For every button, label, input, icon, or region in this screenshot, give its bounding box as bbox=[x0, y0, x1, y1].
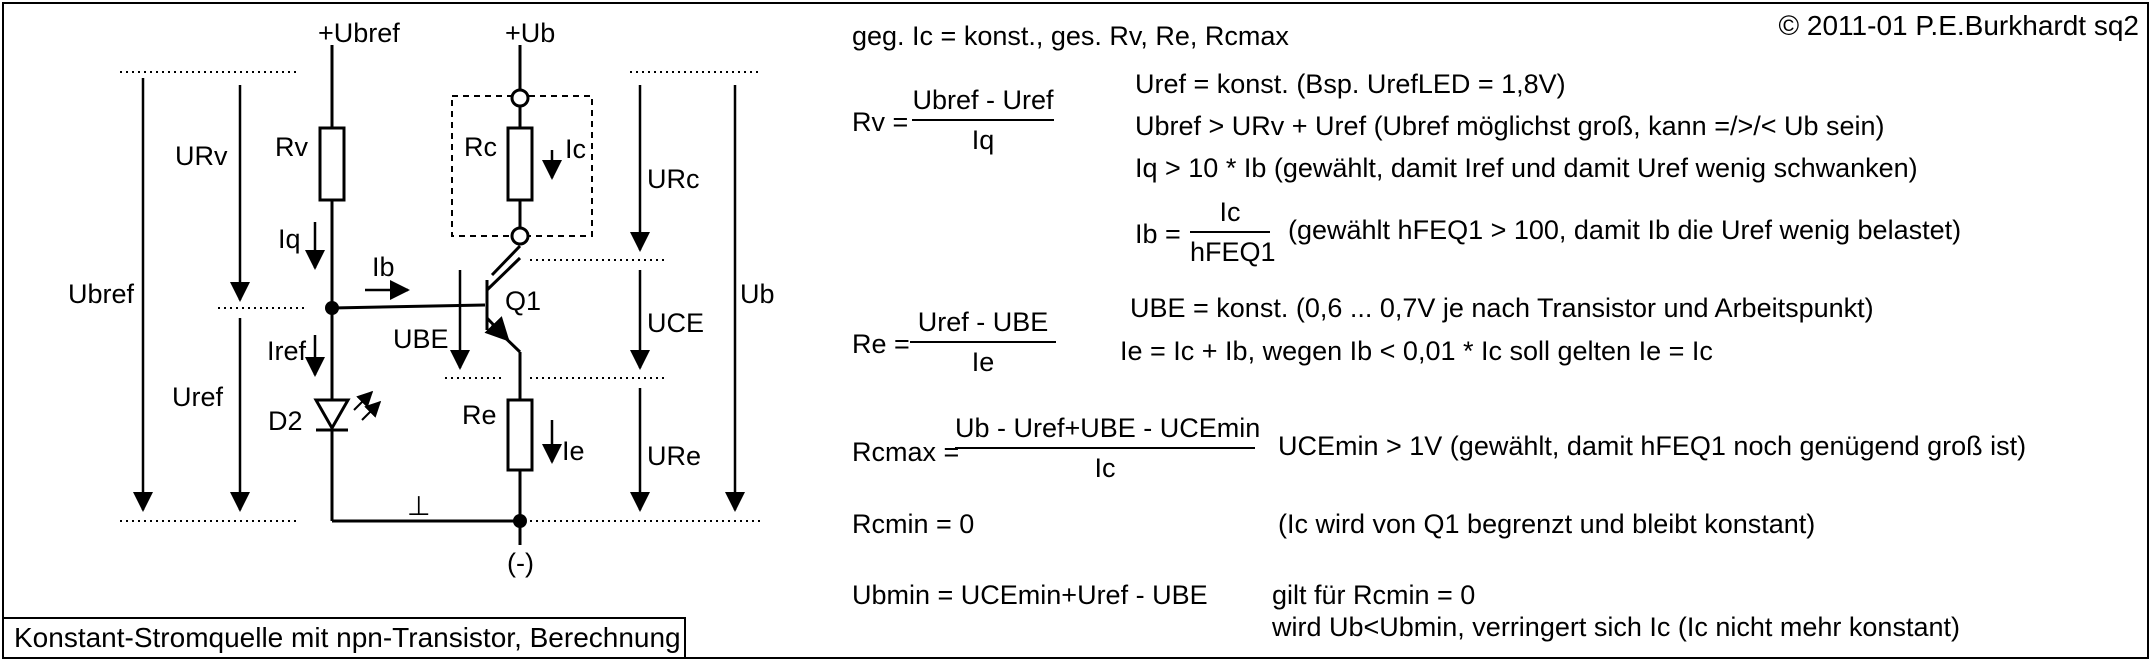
ub-voltage-label: Ub bbox=[740, 279, 775, 309]
ube-label: UBE bbox=[393, 324, 449, 354]
rcmax-formula-lhs: Rcmax = bbox=[852, 437, 960, 467]
ib-formula-lhs: Ib = bbox=[1135, 219, 1181, 249]
ib-label: Ib bbox=[372, 252, 395, 282]
ubmin-formula: Ubmin = UCEmin+Uref - UBE bbox=[852, 580, 1208, 610]
minus-terminal-label: (-) bbox=[507, 548, 534, 578]
voltage-arrows bbox=[133, 78, 745, 512]
current-arrows bbox=[305, 150, 562, 464]
ubref-supply-label: +Ubref bbox=[318, 18, 400, 48]
ub-supply-label: +Ub bbox=[505, 18, 555, 48]
q1-label: Q1 bbox=[505, 286, 541, 316]
rcmin-formula: Rcmin = 0 bbox=[852, 509, 975, 539]
uref-label: Uref bbox=[172, 382, 224, 412]
rv-fraction: Ubref - Uref Iq bbox=[912, 84, 1054, 156]
urc-label: URc bbox=[647, 164, 700, 194]
rv-numerator: Ubref - Uref bbox=[912, 85, 1054, 115]
rc-resistor bbox=[506, 126, 534, 202]
rv-label: Rv bbox=[275, 132, 308, 162]
ground-junction bbox=[513, 514, 527, 528]
re-formula-lhs: Re = bbox=[852, 329, 910, 359]
ure-label: URe bbox=[647, 441, 701, 471]
rcmax-denominator: Ic bbox=[1094, 453, 1116, 483]
diagram-caption: Konstant-Stromquelle mit npn-Transistor,… bbox=[2, 617, 686, 659]
ground-symbol: ⊥ bbox=[407, 491, 431, 521]
iq-label: Iq bbox=[278, 224, 301, 254]
copyright-notice: © 2011-01 P.E.Burkhardt sq2 bbox=[1778, 10, 2140, 41]
ib-numerator: Ic bbox=[1219, 197, 1241, 227]
rv-denominator: Iq bbox=[971, 125, 995, 155]
ubref-voltage-label: Ubref bbox=[68, 279, 135, 309]
base-junction bbox=[325, 301, 339, 315]
iref-label: Iref bbox=[267, 336, 307, 366]
led-d2 bbox=[313, 390, 382, 438]
re-denominator: Ie bbox=[971, 347, 995, 377]
wires bbox=[330, 45, 522, 545]
given-statement: geg. Ic = konst., ges. Rv, Re, Rcmax bbox=[852, 21, 1289, 51]
rv-note-3: Iq > 10 * Ib (gewählt, damit Iref und da… bbox=[1135, 153, 1918, 183]
rc-terminal-top bbox=[510, 88, 530, 108]
uce-label: UCE bbox=[647, 308, 704, 338]
reference-lines bbox=[120, 71, 760, 522]
ubmin-note-1: gilt für Rcmin = 0 bbox=[1272, 580, 1476, 610]
ic-label: Ic bbox=[565, 134, 586, 164]
circuit-schematic: +Ubref +Ub Rv Rc Ic URv URc Iq Ib Ubref … bbox=[68, 18, 775, 578]
ib-note: (gewählt hFEQ1 > 100, damit Ib die Uref … bbox=[1288, 215, 1962, 245]
rcmax-numerator: Ub - Uref+UBE - UCEmin bbox=[955, 413, 1261, 443]
rcmax-fraction: Ub - Uref+UBE - UCEmin Ic bbox=[955, 412, 1261, 484]
rv-note-1: Uref = konst. (Bsp. UrefLED = 1,8V) bbox=[1135, 69, 1566, 99]
rv-formula-lhs: Rv = bbox=[852, 107, 909, 137]
ubmin-note-2: wird Ub<Ubmin, verringert sich Ic (Ic ni… bbox=[1272, 612, 1960, 642]
re-note-1: UBE = konst. (0,6 ... 0,7V je nach Trans… bbox=[1130, 293, 1874, 323]
transistor-q1 bbox=[484, 256, 522, 342]
ib-fraction: Ic hFEQ1 bbox=[1190, 196, 1276, 268]
ib-denominator: hFEQ1 bbox=[1190, 237, 1276, 267]
re-note-2: Ie = Ic + Ib, wegen Ib < 0,01 * Ic soll … bbox=[1120, 336, 1713, 366]
rcmin-note: (Ic wird von Q1 begrenzt und bleibt kons… bbox=[1278, 509, 1816, 539]
rv-note-2: Ubref > URv + Uref (Ubref möglichst groß… bbox=[1135, 111, 1885, 141]
d2-label: D2 bbox=[268, 406, 303, 436]
rc-label: Rc bbox=[464, 132, 497, 162]
urv-label: URv bbox=[175, 141, 228, 171]
rc-terminal-bottom bbox=[510, 226, 530, 246]
ie-label: Ie bbox=[562, 436, 585, 466]
rv-resistor bbox=[318, 126, 346, 202]
re-numerator: Uref - UBE bbox=[917, 307, 1049, 337]
re-resistor bbox=[506, 398, 534, 472]
rcmax-note: UCEmin > 1V (gewählt, damit hFEQ1 noch g… bbox=[1278, 431, 2027, 461]
re-fraction: Uref - UBE Ie bbox=[910, 306, 1056, 378]
re-label: Re bbox=[462, 400, 497, 430]
